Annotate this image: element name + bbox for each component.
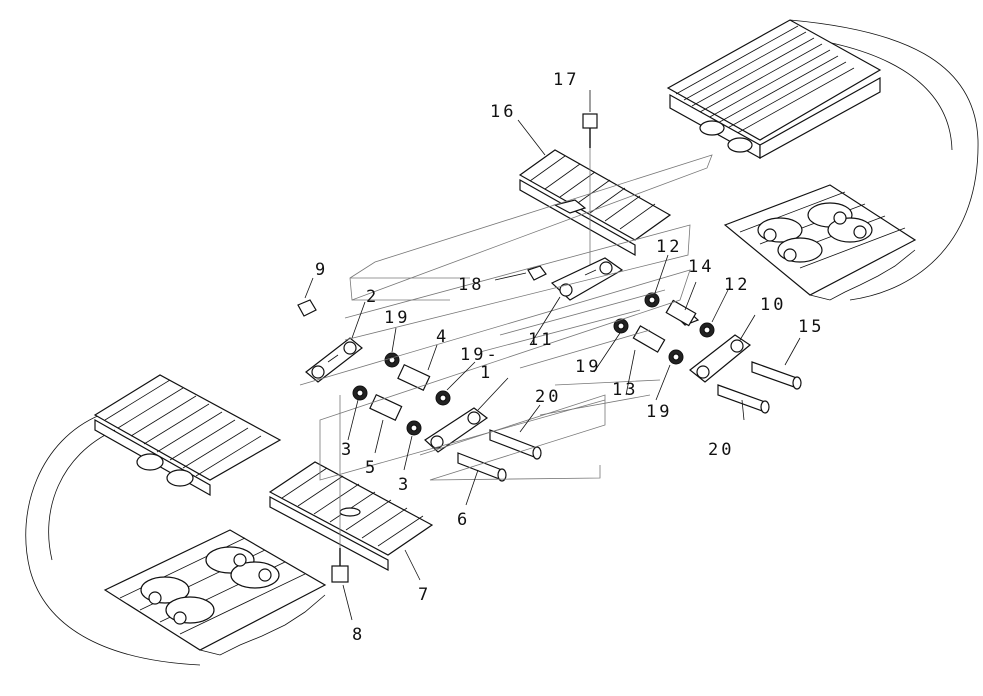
bolt-8	[331, 395, 349, 583]
callout-16: 16	[490, 102, 516, 122]
leader-lines	[304, 90, 801, 621]
callout-17: 17	[553, 70, 579, 90]
callout-9: 9	[315, 260, 328, 280]
track-shoes-upper	[666, 19, 882, 160]
link-1	[424, 407, 489, 453]
callout-3-lower: 3	[398, 475, 411, 495]
callout-8: 8	[352, 625, 365, 645]
callout-12-right: 12	[724, 275, 750, 295]
callout-labels: 17 16 12 18 14 12 10 15 9 2 19 4 19- 11 …	[315, 70, 824, 645]
track-chain-lower-left	[103, 529, 327, 656]
link-10	[689, 334, 752, 383]
callout-18: 18	[458, 275, 484, 295]
seals-and-bushings-upper	[613, 292, 715, 365]
callout-4: 4	[436, 327, 449, 347]
callout-19-a: 19	[384, 308, 410, 328]
track-loop-upper-right	[666, 19, 979, 301]
track-shoe-16	[518, 149, 672, 257]
callout-2: 2	[366, 287, 379, 307]
link-2	[305, 337, 363, 383]
track-loop-lower-left	[25, 374, 327, 666]
callout-20-left: 20	[535, 387, 561, 407]
callout-1: 1	[480, 363, 493, 383]
pin-6	[457, 452, 507, 482]
nut-18	[527, 265, 547, 281]
callout-12-upper: 12	[656, 237, 682, 257]
callout-3-upper: 3	[341, 440, 354, 460]
callout-10: 10	[760, 295, 786, 315]
callout-15: 15	[798, 317, 824, 337]
bolt-17	[582, 113, 598, 270]
callout-13: 13	[612, 380, 638, 400]
track-shoe-7	[268, 461, 434, 572]
callout-14: 14	[688, 257, 714, 277]
callout-19-d: 19	[646, 402, 672, 422]
link-11	[550, 257, 624, 301]
track-chain-lower-right	[723, 184, 917, 301]
callout-6: 6	[457, 510, 470, 530]
pin-20-left	[489, 429, 542, 460]
callout-19-c: 19	[575, 357, 601, 377]
callout-19-b: 19-	[460, 345, 500, 365]
pin-15	[751, 361, 802, 390]
pin-20-right	[717, 384, 770, 414]
callout-5: 5	[365, 458, 378, 478]
callout-20-right: 20	[708, 440, 734, 460]
assembly-guide-lines	[299, 154, 713, 481]
callout-7: 7	[418, 585, 431, 605]
callout-11: 11	[528, 330, 554, 350]
track-shoes-lower-left	[93, 374, 282, 497]
nut-9	[297, 299, 317, 317]
